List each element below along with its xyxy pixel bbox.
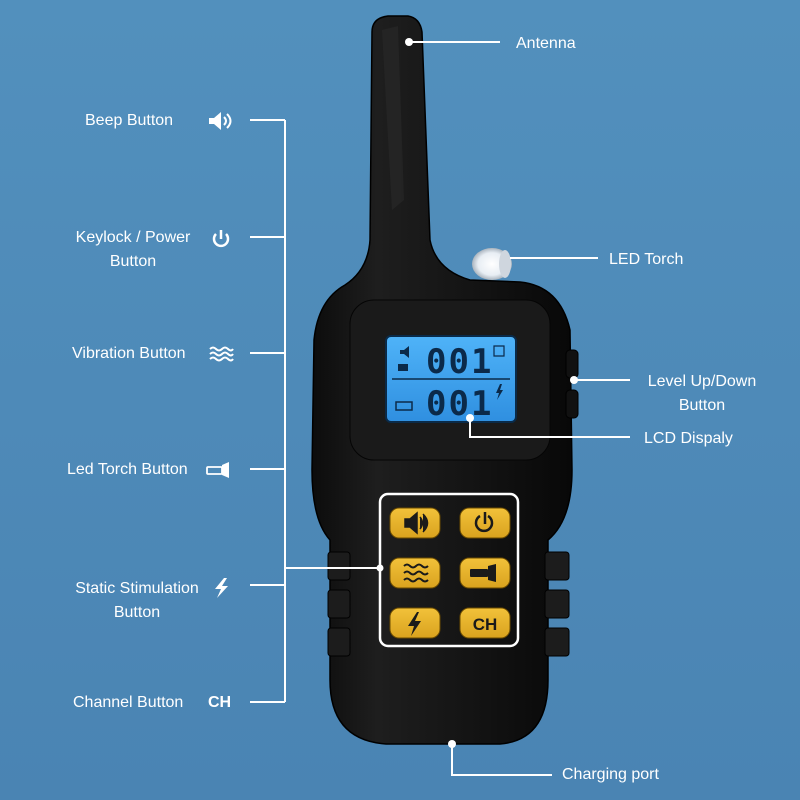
keypad: CH — [389, 507, 511, 639]
flashlight-icon — [206, 459, 232, 481]
channel-icon-text: CH — [208, 694, 232, 711]
static-stimulation-line2: Button — [113, 604, 161, 621]
left-grips — [327, 551, 351, 657]
level-label-line1: Level Up/Down — [647, 373, 757, 390]
lcd-speaker-icon — [400, 346, 409, 358]
key-power-icon — [474, 512, 494, 533]
led-torch — [472, 248, 512, 280]
lcd-bolt-icon — [496, 384, 503, 400]
beep-button-label: Beep Button — [85, 112, 174, 129]
lcd-bottom-value: 001 — [426, 384, 493, 424]
keylock-power-line2: Button — [109, 253, 157, 270]
charging-port-label: Charging port — [562, 766, 659, 783]
led-torch-button-label: Led Torch Button — [67, 461, 188, 478]
static-stimulation-line1: Static Stimulation — [75, 580, 199, 597]
channel-key[interactable] — [459, 607, 511, 639]
vibration-icon — [208, 343, 234, 365]
antenna-label: Antenna — [516, 35, 576, 52]
speaker-icon — [207, 110, 233, 132]
keylock-power-line1: Keylock / Power — [75, 229, 191, 246]
channel-button-label: Channel Button — [73, 694, 184, 711]
level-label-line2: Button — [678, 397, 726, 414]
key-speaker-icon — [404, 511, 429, 535]
lcd-battery-icon — [395, 401, 413, 411]
lightning-icon — [208, 577, 234, 599]
lcd-display-label: LCD Dispaly — [644, 430, 733, 447]
callout-lines — [250, 38, 630, 776]
lcd-top-value: 001 — [426, 342, 493, 382]
key-channel-label: CH — [473, 615, 498, 634]
level-label: Level Up/Down Button — [632, 370, 772, 418]
lcd-vibration-icon — [493, 345, 505, 357]
power-icon — [208, 228, 234, 250]
vibration-button-label: Vibration Button — [72, 345, 186, 362]
static-stimulation-label: Static Stimulation Button — [64, 577, 210, 625]
key-lightning-icon — [408, 612, 421, 636]
antenna-highlight — [382, 26, 404, 210]
key-flashlight-icon — [470, 564, 496, 582]
lcd-lock-icon — [398, 364, 408, 371]
keylock-power-label: Keylock / Power Button — [60, 226, 206, 274]
led-torch-label: LED Torch — [609, 251, 684, 268]
right-grips — [544, 551, 570, 657]
key-vibration-icon — [403, 563, 429, 583]
